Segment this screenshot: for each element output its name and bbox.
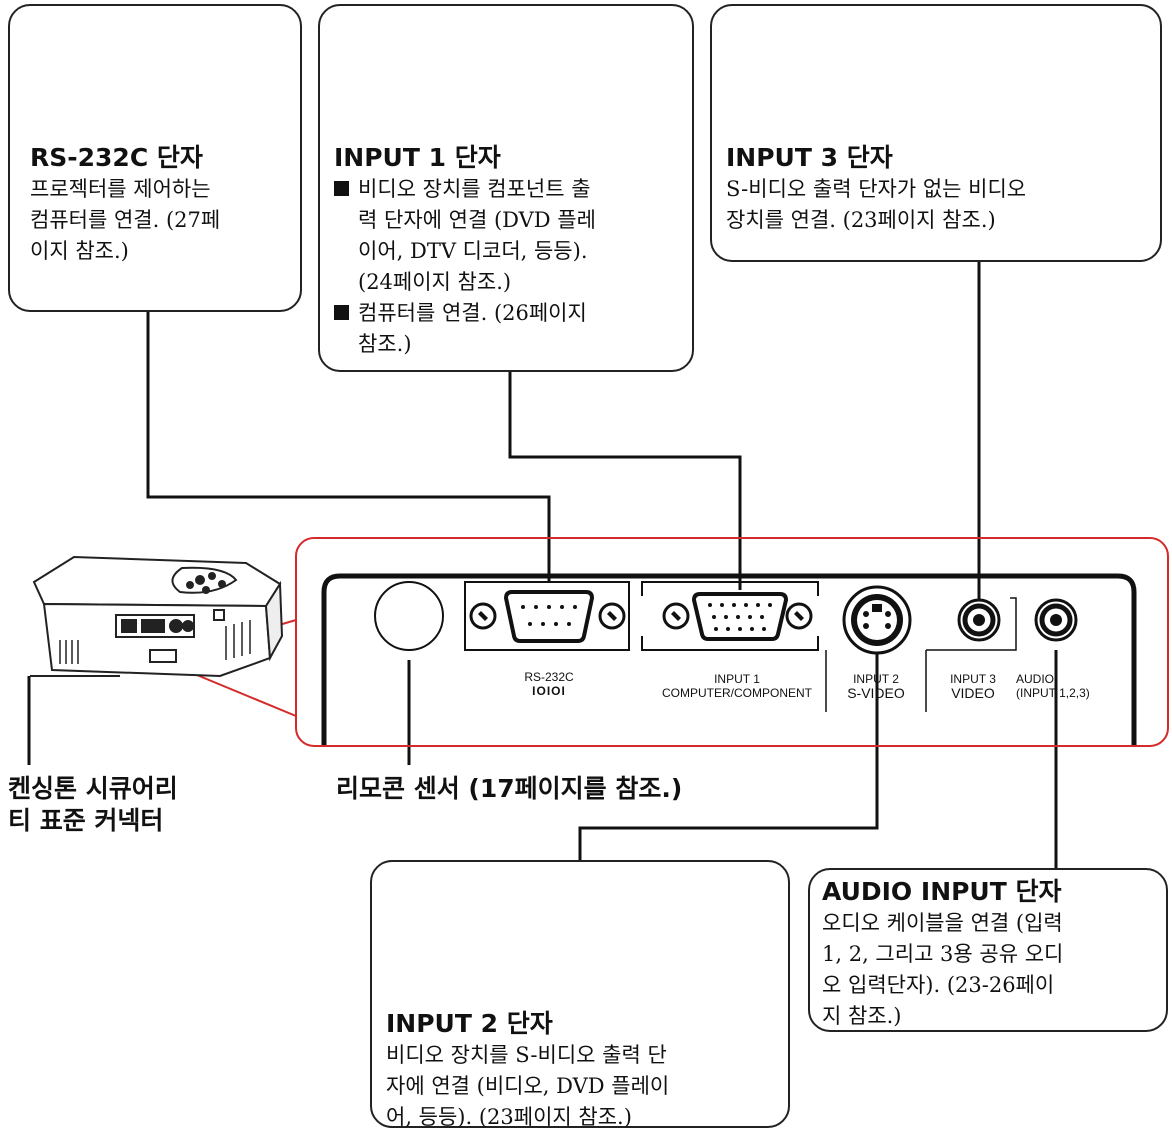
text-line: 비디오 장치를 컴포넌트 출 [358, 177, 591, 201]
text-line: 지 참조.) [822, 1004, 902, 1028]
callout-text: 프로젝터를 제어하는 컴퓨터를 연결. (27페 이지 참조.) [30, 174, 292, 267]
callout-text: 비디오 장치를 컴포넌트 출 력 단자에 연결 (DVD 플레 이어, DTV … [334, 174, 684, 360]
text-line: 력 단자에 연결 (DVD 플레 [358, 208, 596, 232]
text-line: 컴퓨터를 연결. (27페 [30, 208, 221, 232]
text-line: 켄싱톤 시큐어리 [8, 774, 178, 803]
callout-text: 오디오 케이블을 연결 (입력 1, 2, 그리고 3용 공유 오디 오 입력단… [822, 908, 1162, 1032]
text-line: 자에 연결 (비디오, DVD 플레이 [386, 1074, 670, 1098]
callout-text: 비디오 장치를 S-비디오 출력 단 자에 연결 (비디오, DVD 플레이 어… [386, 1040, 784, 1133]
text-line: 컴퓨터를 연결. (26페이지 [358, 301, 587, 325]
bullet-square-icon [334, 174, 358, 298]
text-line: 장치를 연결. (23페이지 참조.) [726, 208, 996, 232]
callout-rs232c: RS-232C 단자 프로젝터를 제어하는 컴퓨터를 연결. (27페 이지 참… [8, 4, 302, 312]
port-name: INPUT 1 [714, 672, 760, 686]
input2-port-label: INPUT 2 S-VIDEO [830, 672, 922, 700]
remote-sensor-window [374, 581, 444, 651]
text-line: 이어, DTV 디코더, 등등). [358, 239, 588, 263]
callout-input1: INPUT 1 단자 비디오 장치를 컴포넌트 출 력 단자에 연결 (DVD … [318, 4, 694, 372]
port-name: AUDIO [1016, 672, 1055, 686]
port-name: INPUT 3 [950, 672, 996, 686]
highlight-frame [179, 537, 1169, 747]
rs232c-port [503, 590, 595, 643]
text-line: (24페이지 참조.) [358, 270, 512, 294]
bullet-item: 컴퓨터를 연결. (26페이지 참조.) [334, 298, 684, 360]
text-line: 티 표준 커넥터 [8, 806, 164, 835]
port-subtitle: (INPUT 1,2,3) [1016, 686, 1090, 700]
text-line: 프로젝터를 제어하는 [30, 177, 211, 201]
rs232c-port-label: RS-232C IOIOI [497, 670, 601, 698]
kensington-label: 켄싱톤 시큐어리 티 표준 커넥터 [8, 773, 178, 837]
projector-icon [30, 555, 284, 678]
text-line: 참조.) [358, 332, 412, 356]
port-subtitle: COMPUTER/COMPONENT [662, 686, 812, 700]
callout-text: S-비디오 출력 단자가 없는 비디오 장치를 연결. (23페이지 참조.) [726, 174, 1156, 236]
input3-port-label: INPUT 3 VIDEO [930, 672, 1016, 700]
callout-audio-input: AUDIO INPUT 단자 오디오 케이블을 연결 (입력 1, 2, 그리고… [808, 868, 1168, 1032]
callout-title: AUDIO INPUT 단자 [822, 877, 1062, 906]
input1-port [691, 592, 789, 641]
callout-title: RS-232C 단자 [30, 143, 203, 172]
input1-port-label: INPUT 1 COMPUTER/COMPONENT [652, 672, 822, 700]
text-line: 1, 2, 그리고 3용 공유 오디 [822, 942, 1064, 966]
bullet-item: 비디오 장치를 컴포넌트 출 력 단자에 연결 (DVD 플레 이어, DTV … [334, 174, 684, 298]
input2-port [842, 585, 912, 655]
audio-port-label: AUDIO (INPUT 1,2,3) [1016, 672, 1106, 700]
callout-title: INPUT 2 단자 [386, 1009, 553, 1038]
text-line: 비디오 장치를 S-비디오 출력 단 [386, 1043, 667, 1067]
callout-title: INPUT 3 단자 [726, 143, 893, 172]
text-line: 오디오 케이블을 연결 (입력 [822, 911, 1063, 935]
callout-title: INPUT 1 단자 [334, 143, 501, 172]
port-name: INPUT 2 [853, 672, 899, 686]
text-line: S-비디오 출력 단자가 없는 비디오 [726, 177, 1027, 201]
remote-sensor-label: 리모콘 센서 (17페이지를 참조.) [336, 774, 683, 803]
port-symbol: IOIOI [532, 684, 566, 698]
text-line: 오 입력단자). (23-26페이 [822, 973, 1055, 997]
port-subtitle: S-VIDEO [847, 685, 905, 701]
connector-lines [27, 262, 1058, 868]
rear-panel [321, 573, 1137, 745]
text-line: 어, 등등). (23페이지 참조.) [386, 1105, 632, 1129]
bullet-square-icon [334, 298, 358, 360]
callout-input2: INPUT 2 단자 비디오 장치를 S-비디오 출력 단 자에 연결 (비디오… [370, 860, 790, 1129]
port-subtitle: VIDEO [951, 685, 995, 701]
callout-input3: INPUT 3 단자 S-비디오 출력 단자가 없는 비디오 장치를 연결. (… [710, 4, 1162, 262]
port-name: RS-232C [524, 670, 574, 684]
text-line: 이지 참조.) [30, 239, 129, 263]
